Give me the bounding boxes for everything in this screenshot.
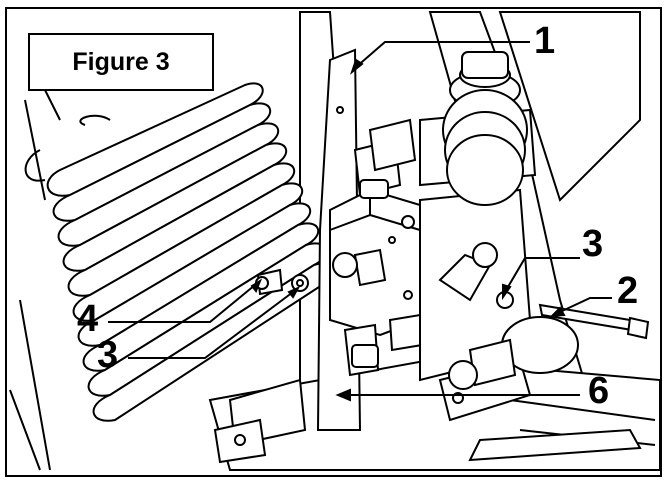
callout-4: 4 (77, 298, 99, 340)
valve-block (329, 118, 424, 377)
figure-title: Figure 3 (28, 33, 214, 91)
callout-3-left: 3 (97, 334, 119, 376)
callout-1: 1 (534, 20, 556, 62)
callout-2: 2 (617, 270, 639, 312)
right-assembly (419, 51, 579, 404)
small-hardware (255, 268, 309, 296)
callout-3-right: 3 (582, 223, 604, 265)
leader-lines (108, 41, 612, 402)
callout-6: 6 (588, 370, 610, 412)
